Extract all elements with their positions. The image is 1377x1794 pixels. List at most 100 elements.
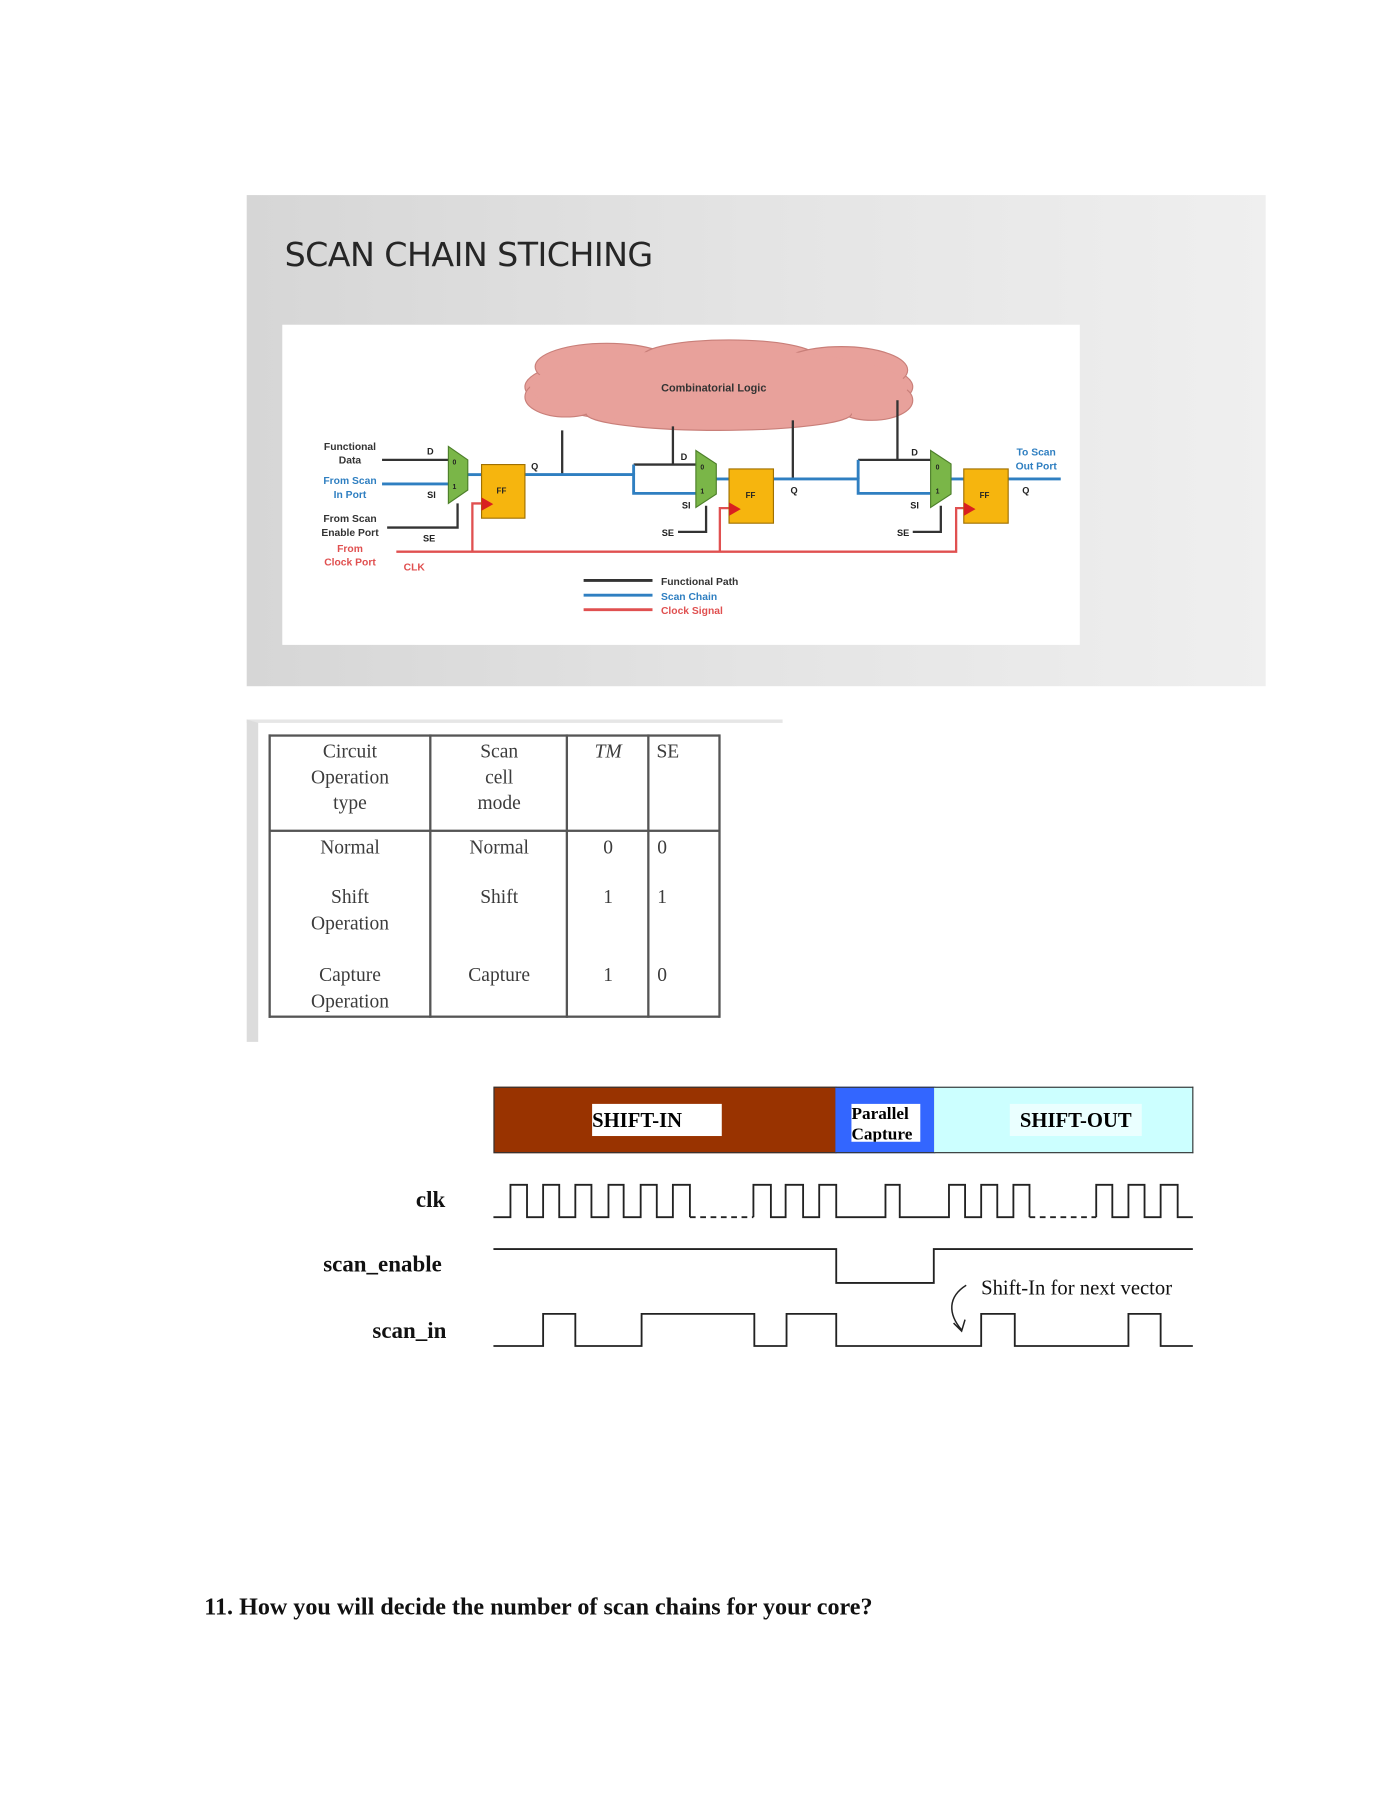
phase-label: SHIFT-OUT bbox=[1009, 1103, 1142, 1137]
input-scan-in-1: From Scan bbox=[323, 476, 376, 487]
phase-parallel-capture: Parallel Capture bbox=[835, 1086, 936, 1154]
flip-flop-1 bbox=[482, 465, 525, 519]
table-rule bbox=[268, 734, 271, 1018]
mux-3 bbox=[931, 450, 951, 507]
mux-input-1: 1 bbox=[452, 484, 456, 491]
input-functional-data-1: Functional bbox=[324, 442, 376, 453]
header-scan-cell-mode: Scan cell mode bbox=[477, 739, 520, 816]
table-rule bbox=[718, 734, 721, 1018]
question-text: 11. How you will decide the number of sc… bbox=[204, 1592, 873, 1621]
clock-wires bbox=[396, 503, 963, 551]
header-line: Scan bbox=[480, 740, 519, 762]
input-scan-in-2: In Port bbox=[334, 490, 367, 501]
curved-arrow-icon bbox=[951, 1284, 967, 1333]
cell-line: Shift bbox=[331, 885, 369, 908]
pin-se: SE bbox=[897, 528, 909, 538]
header-se: SE bbox=[656, 740, 680, 762]
clk-waveform bbox=[493, 1183, 1193, 1219]
ff-label: FF bbox=[497, 486, 507, 495]
clk-label: CLK bbox=[404, 562, 426, 573]
slide-title: SCAN CHAIN STICHING bbox=[284, 235, 654, 275]
pin-si: SI bbox=[910, 500, 919, 510]
mux-input-0: 0 bbox=[936, 464, 940, 471]
scan-chain-wires bbox=[382, 460, 1061, 494]
mux-input-0: 0 bbox=[700, 464, 704, 471]
input-clock-2: Clock Port bbox=[324, 558, 376, 569]
pin-d: D bbox=[427, 446, 434, 456]
table-rule bbox=[647, 734, 650, 1018]
cell-line: Capture bbox=[319, 963, 381, 986]
ff-label: FF bbox=[980, 491, 990, 500]
flip-flop-3 bbox=[964, 469, 1008, 523]
table-rule bbox=[565, 734, 569, 1018]
cell-mode: Shift bbox=[480, 885, 519, 908]
mux-input-1: 1 bbox=[700, 488, 704, 495]
table-rule bbox=[429, 734, 432, 1018]
pin-si: SI bbox=[427, 490, 436, 500]
timing-waveforms bbox=[493, 1183, 1193, 1347]
pin-q: Q bbox=[531, 461, 538, 471]
cell-se: 1 bbox=[657, 885, 667, 908]
table-rule bbox=[268, 1015, 720, 1018]
pin-d: D bbox=[911, 448, 918, 458]
pin-q: Q bbox=[790, 485, 797, 495]
clock-triangle-icon bbox=[481, 497, 494, 511]
clock-triangle-icon bbox=[729, 502, 741, 516]
cloud-label: Combinatorial Logic bbox=[661, 382, 766, 394]
mux-2 bbox=[696, 450, 716, 507]
cell-se: 0 bbox=[657, 963, 667, 986]
legend-scan-chain: Scan Chain bbox=[661, 592, 717, 603]
mux-input-0: 0 bbox=[452, 460, 456, 467]
header-line: cell bbox=[485, 765, 514, 788]
cell-line: Operation bbox=[310, 911, 389, 934]
table-rule bbox=[268, 734, 720, 737]
cell-operation: Normal bbox=[320, 836, 380, 859]
header-line: type bbox=[333, 791, 367, 814]
cell-tm: 1 bbox=[603, 885, 614, 908]
header-tm: TM bbox=[594, 740, 622, 762]
input-scan-enable-1: From Scan bbox=[323, 514, 376, 525]
legend-clock-signal: Clock Signal bbox=[661, 606, 723, 617]
ff-label: FF bbox=[746, 491, 756, 500]
functional-path-wires bbox=[382, 400, 941, 532]
input-clock-1: From bbox=[337, 544, 363, 555]
clock-triangle-icon bbox=[963, 502, 976, 516]
pin-d: D bbox=[681, 452, 688, 462]
signal-label-clk: clk bbox=[415, 1187, 446, 1213]
header-line: mode bbox=[477, 791, 521, 814]
phase-label: SHIFT-IN bbox=[592, 1103, 722, 1137]
header-line: Circuit bbox=[322, 740, 378, 762]
signal-label-scan-in: scan_in bbox=[372, 1318, 447, 1344]
cell-tm: 1 bbox=[603, 963, 614, 986]
phase-shift-out: SHIFT-OUT bbox=[934, 1086, 1194, 1154]
signal-label-scan-enable: scan_enable bbox=[323, 1251, 442, 1278]
cell-mode: Capture bbox=[468, 963, 531, 986]
scan-chain-diagram: Combinatorial Logic Functional Data From… bbox=[321, 0, 1377, 617]
header-line: Operation bbox=[310, 765, 389, 788]
mux-input-1: 1 bbox=[936, 488, 940, 495]
input-scan-enable-2: Enable Port bbox=[321, 528, 379, 539]
cell-tm: 0 bbox=[603, 836, 614, 859]
cell-se: 0 bbox=[657, 836, 667, 859]
combinational-logic-cloud bbox=[525, 340, 913, 430]
cell-mode: Normal bbox=[469, 836, 529, 859]
phase-shift-in: SHIFT-IN bbox=[493, 1086, 837, 1154]
flip-flop-2 bbox=[729, 469, 773, 523]
output-label-1: To Scan bbox=[1017, 448, 1056, 459]
timing-annotation: Shift-In for next vector bbox=[981, 1276, 1173, 1299]
table-rule bbox=[268, 829, 720, 832]
mux-1 bbox=[448, 446, 467, 503]
pin-q: Q bbox=[1022, 485, 1029, 495]
scan-in-waveform bbox=[493, 1312, 1193, 1347]
output-label-2: Out Port bbox=[1016, 461, 1058, 472]
pin-se: SE bbox=[423, 534, 435, 544]
pin-se: SE bbox=[662, 528, 674, 538]
table-panel bbox=[246, 719, 783, 1042]
phase-label: Parallel Capture bbox=[851, 1103, 921, 1142]
scan-enable-waveform bbox=[493, 1248, 1193, 1284]
input-functional-data-2: Data bbox=[339, 456, 362, 467]
pin-si: SI bbox=[682, 500, 691, 510]
